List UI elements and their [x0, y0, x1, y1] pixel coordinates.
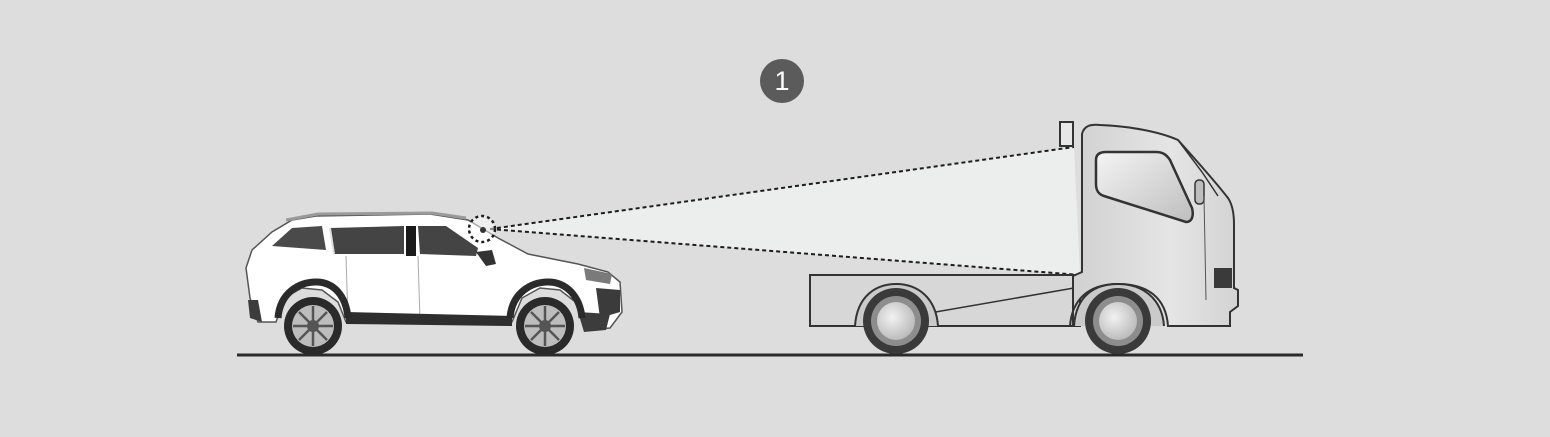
car-rear-wheel [284, 297, 342, 355]
callout-number-badge: 1 [760, 59, 804, 103]
camera-icon [467, 214, 497, 244]
truck-icon [809, 121, 1239, 354]
truck-front-wheel [1085, 288, 1151, 354]
car-front-wheel [516, 297, 574, 355]
truck-rear-wheel [863, 288, 929, 354]
camera-beam-icon [489, 146, 1081, 276]
car-icon [245, 211, 623, 355]
